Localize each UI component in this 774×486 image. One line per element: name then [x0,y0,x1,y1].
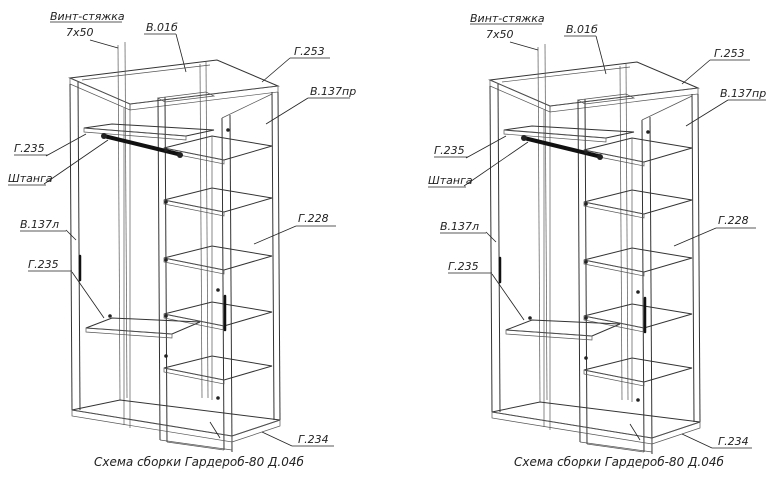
left-side-panel [489,83,551,430]
door-handles [78,254,227,332]
left-compartment-shelves [503,125,635,341]
top-panel [488,61,700,113]
middle-divider [576,93,636,445]
fittings [528,130,650,402]
label-rod: Штанга [8,172,53,185]
label-screw: Винт-стяжка [50,10,125,23]
right-side-panel [641,93,701,455]
label-back-panel: В.01б [566,23,598,36]
label-bottom-shelf: Г.235 [28,258,59,271]
leader-lines [43,33,350,447]
label-small-shelf: Г.228 [298,212,329,225]
label-left-side: В.137л [440,220,479,233]
back-panel [117,41,209,401]
leader-lines [463,35,766,449]
diagram-caption: Схема сборки Гардероб-80 Д.04б [514,455,724,469]
label-left-side: В.137л [20,218,59,231]
back-panel [537,43,629,403]
label-screw-size: 7x50 [486,28,514,41]
label-top-panel: Г.253 [294,45,325,58]
diagram-caption: Схема сборки Гардероб-80 Д.04б [94,455,304,469]
label-screw: Винт-стяжка [470,12,545,25]
label-top-panel: Г.253 [714,47,745,60]
bottom-base [491,401,701,453]
label-right-side: В.137пр [310,85,356,98]
label-top-shelf: Г.235 [14,142,45,155]
right-column-shelves [583,137,693,402]
label-back-panel: В.01б [146,21,178,34]
bottom-base [71,399,281,451]
left-compartment-shelves [83,123,215,339]
wardrobe-diagram-right: Винт-стяжка 7x50 В.01б Г.253 В.137пр Г.2… [428,12,766,469]
label-rod: Штанга [428,174,473,187]
label-bottom-shelf: Г.235 [448,260,479,273]
label-right-side: В.137пр [720,87,766,100]
label-screw-size: 7x50 [66,26,94,39]
label-base: Г.234 [298,433,329,446]
label-base: Г.234 [718,435,749,448]
label-top-shelf: Г.235 [434,144,465,157]
door-handles [498,256,647,334]
fittings [108,128,230,400]
left-side-panel [69,81,131,428]
wardrobe-diagram-left: Винт-стяжка 7x50 В.01б Г.253 В.137пр Г.2… [8,10,356,469]
middle-divider [156,91,216,443]
top-panel [68,59,280,111]
label-small-shelf: Г.228 [718,214,749,227]
right-column-shelves [163,135,273,400]
right-side-panel [221,91,281,453]
